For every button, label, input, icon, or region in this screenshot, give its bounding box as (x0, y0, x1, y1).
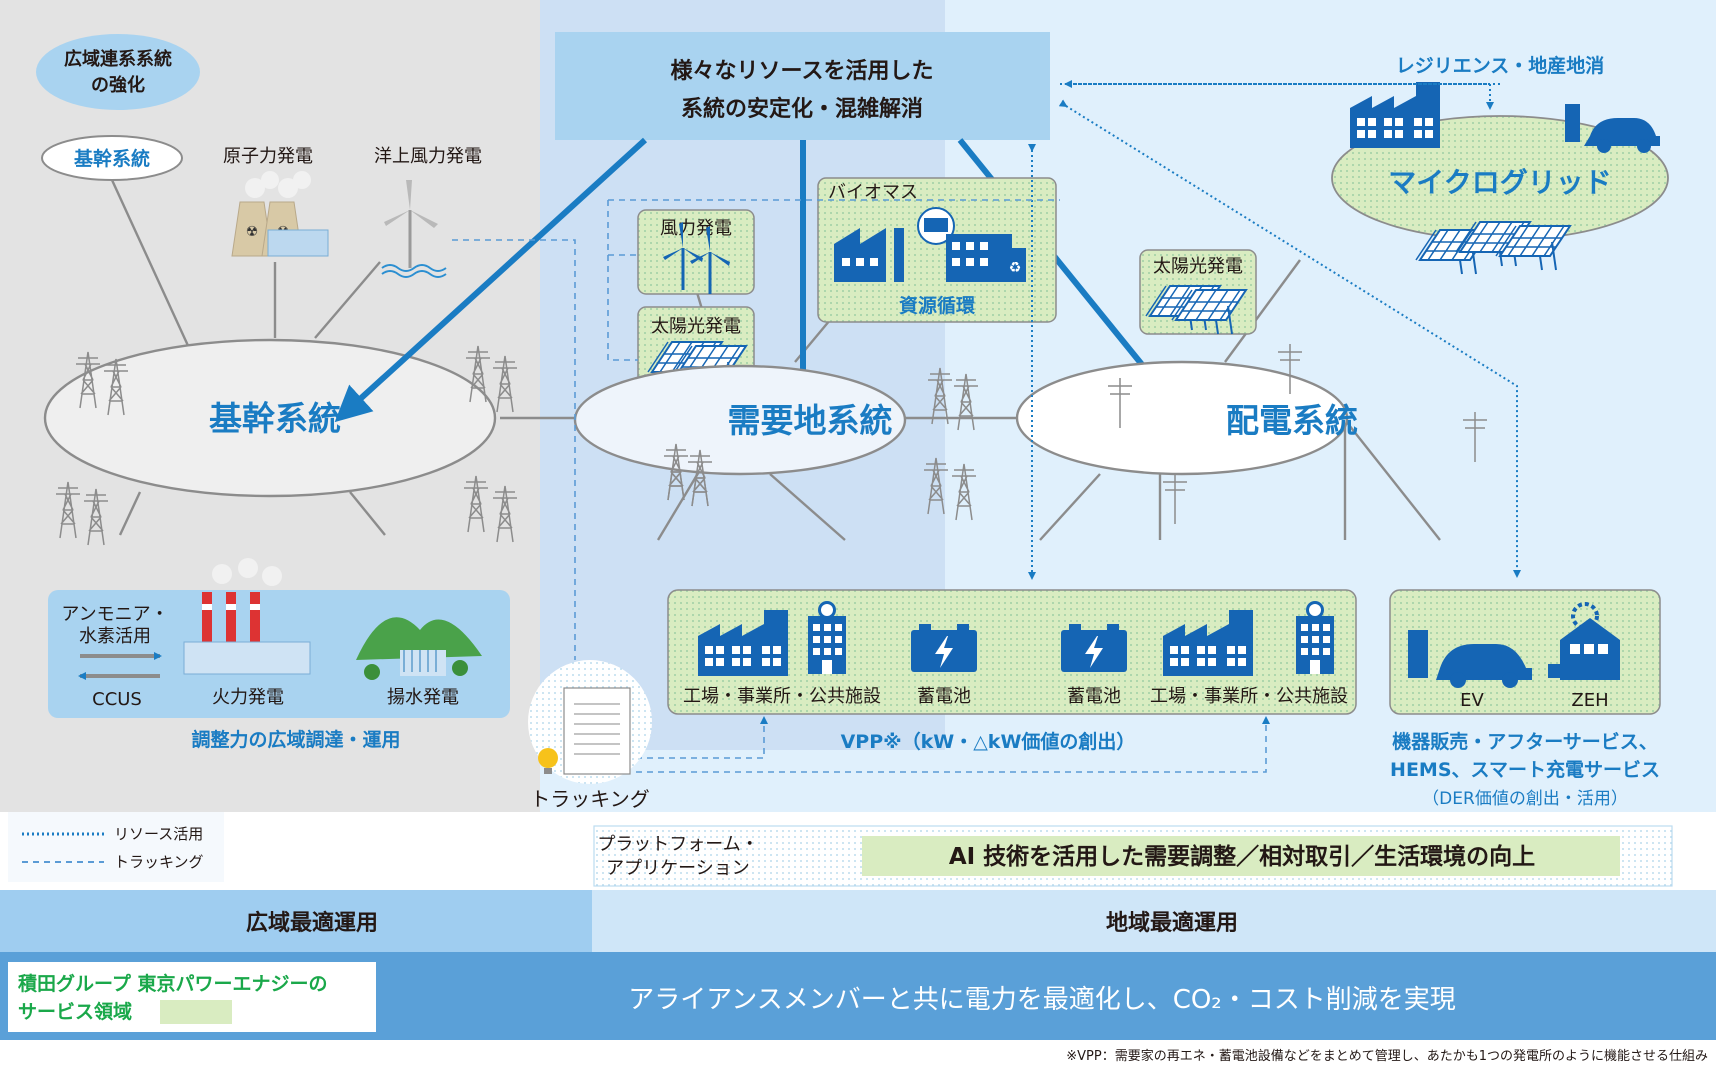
badge-line-2: の強化 (91, 74, 145, 96)
der-caption: 機器販売・アフターサービス、 HEMS、スマート充電サービス （DER価値の創出… (1390, 730, 1660, 809)
tracking-icon: トラッキング (528, 660, 652, 811)
adjust-caption: 調整力の広域調達・運用 (191, 728, 400, 751)
pumped-hydro-icon (356, 617, 482, 680)
der-caption-1: 機器販売・アフターサービス、 (1392, 730, 1658, 753)
tracking-label: トラッキング (530, 787, 649, 811)
wind-label: 風力発電 (660, 218, 732, 239)
svg-text:♻: ♻ (1009, 260, 1022, 276)
legend: リソース活用 トラッキング (8, 812, 224, 882)
thermal-label: 火力発電 (212, 687, 284, 708)
offshore-wind-label: 洋上風力発電 (374, 146, 482, 167)
demand-hub-label: 需要地系統 (728, 401, 893, 440)
microgrid-label: マイクログリッド (1388, 166, 1611, 199)
biomass-box: バイオマス ♻ 資源循環 (817, 177, 1057, 323)
stabilization-box: 様々なリソースを活用した 系統の安定化・混雑解消 (555, 32, 1050, 140)
wide-area-badge: 広域連系系統 の強化 (36, 34, 200, 110)
adjustment-box: アンモニア・ 水素活用 CCUS 火力発電 揚水発電 (48, 558, 510, 718)
nuclear-label: 原子力発電 (223, 146, 313, 167)
service-area-line-1: 積田グループ 東京パワーエナジーの (18, 972, 327, 995)
vpp-box: 工場・事業所・公共施設 蓄電池 蓄電池 工場・事業所・公共施設 (667, 589, 1357, 715)
vpp-facility-1: 工場・事業所・公共施設 (683, 686, 881, 707)
biomass-label: バイオマス (828, 182, 918, 203)
recycle-label: 資源循環 (899, 294, 976, 317)
trunk-label: 基幹系統 (41, 135, 183, 181)
zeh-label: ZEH (1571, 690, 1608, 711)
platform-label-2: アプリケーション (606, 858, 750, 879)
band-wide: 広域最適運用 (246, 910, 378, 936)
nuclear-plant: 原子力発電 ☢ ☢ (223, 146, 329, 257)
badge-line-1: 広域連系系統 (64, 48, 172, 70)
distribution-solar-label: 太陽光発電 (1153, 256, 1243, 277)
vpp-battery-2: 蓄電池 (1067, 686, 1121, 707)
slogan: アライアンスメンバーと共に電力を最適化し、CO₂・コスト削減を実現 (628, 985, 1455, 1015)
resilience-label: レジリエンス・地産地消 (1396, 54, 1605, 77)
vpp-caption: VPP※（kW・△kW価値の創出） (841, 730, 1136, 753)
der-box: EV ZEH (1389, 589, 1661, 715)
vpp-facility-2: 工場・事業所・公共施設 (1150, 686, 1348, 707)
der-caption-3: （DER価値の創出・活用） (1422, 789, 1628, 809)
pumped-label: 揚水発電 (387, 687, 459, 708)
wind-box: 風力発電 (637, 209, 755, 296)
legend-resource: リソース活用 (114, 825, 203, 843)
legend-tracking: トラッキング (114, 853, 204, 871)
ammonia-line-2: 水素活用 (79, 626, 151, 647)
demand-hub: 需要地系統 (573, 364, 907, 476)
distribution-solar-box: 太陽光発電 (1139, 249, 1257, 335)
trunk-hub: 基幹系統 (43, 338, 497, 498)
demand-solar-label: 太陽光発電 (651, 316, 741, 337)
bottom-banner: 積田グループ 東京パワーエナジーの サービス領域 アライアンスメンバーと共に電力… (0, 952, 1716, 1040)
trunk-label-text: 基幹系統 (73, 147, 150, 170)
resource-lines (1028, 80, 1521, 580)
thermal-plant-icon (183, 558, 311, 675)
service-area-line-2: サービス領域 (18, 1000, 132, 1023)
vpp-battery-1: 蓄電池 (917, 686, 971, 707)
svg-text:☢: ☢ (246, 224, 259, 240)
offshore-wind: 洋上風力発電 (374, 146, 482, 278)
stabilization-line-1: 様々なリソースを活用した (671, 58, 934, 84)
tracking-lines (452, 199, 1270, 773)
distribution-hub-label: 配電系統 (1226, 401, 1358, 440)
footnote: ※VPP：需要家の再エネ・蓄電池設備などをまとめて管理し、あたかも1つの発電所の… (1066, 1048, 1708, 1064)
band-regional: 地域最適運用 (1106, 910, 1238, 936)
ccus-label: CCUS (92, 689, 142, 710)
der-caption-2: HEMS、スマート充電サービス (1390, 758, 1660, 781)
platform-text: AI 技術を活用した需要調整／相対取引／生活環境の向上 (949, 843, 1535, 870)
ammonia-line-1: アンモニア・ (61, 604, 168, 625)
ev-label: EV (1460, 690, 1484, 711)
stabilization-line-2: 系統の安定化・混雑解消 (681, 96, 923, 122)
bands: 広域最適運用 地域最適運用 (0, 890, 1716, 952)
platform-box: プラットフォーム・ アプリケーション AI 技術を活用した需要調整／相対取引／生… (593, 825, 1673, 887)
platform-label-1: プラットフォーム・ (597, 834, 758, 855)
trunk-hub-label: 基幹系統 (209, 399, 341, 438)
